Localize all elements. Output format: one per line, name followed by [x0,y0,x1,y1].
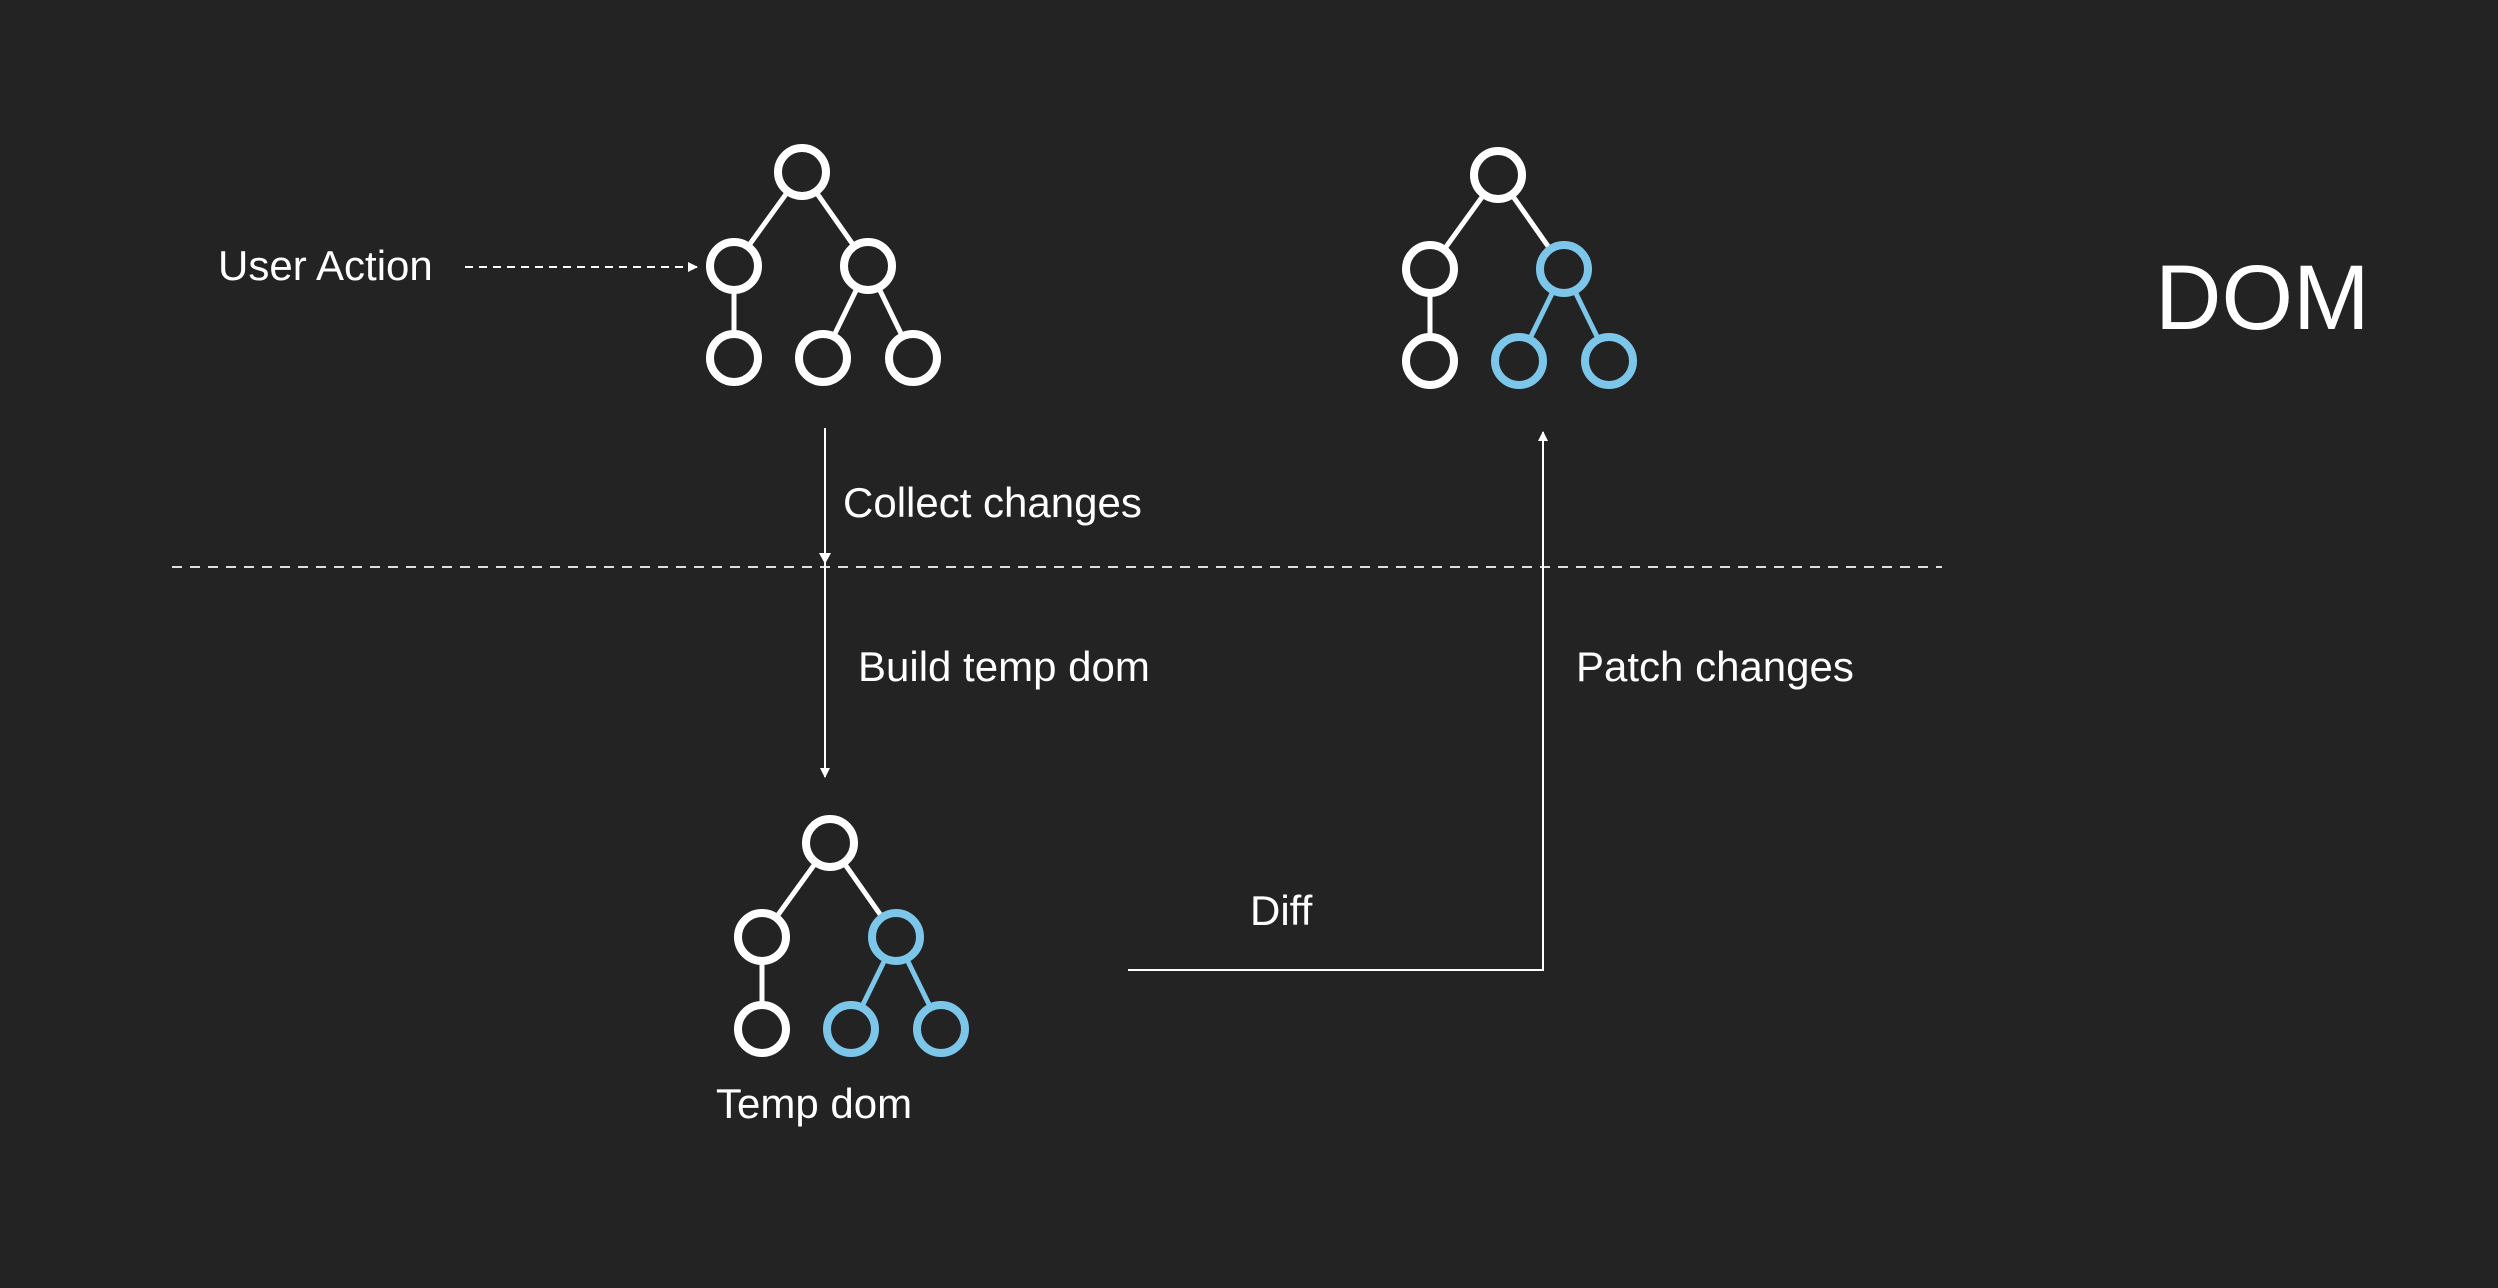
tree-node-changed [823,1001,879,1057]
tree-node-changed [1581,333,1637,389]
tree-node [802,815,858,871]
tree-edge [904,957,933,1009]
tree-node-changed [913,1001,969,1057]
tree-node [885,330,941,386]
tree-node [840,238,896,294]
tree-edge [1442,192,1486,252]
tree-node-changed [1491,333,1547,389]
tree-node-changed [868,909,924,965]
tree-edge [831,286,860,338]
tree-temp [734,815,969,1057]
tree-patched [1402,147,1637,389]
tree-edge [1509,193,1553,251]
diff-label: Diff [1250,887,1313,934]
tree-node [734,909,790,965]
dom-label: DOM [2155,247,2370,349]
tree-edge [774,860,818,920]
tree-node [795,330,851,386]
tree-edge [876,286,905,338]
tree-node [734,1001,790,1057]
tree-edge [1527,289,1556,341]
tree-edge [841,861,885,919]
diff-patch-arrow [1128,431,1548,971]
patch-changes-label: Patch changes [1576,643,1854,690]
user-action-label: User Action [218,242,433,289]
temp-dom-label: Temp dom [716,1080,913,1127]
tree-edge [1572,289,1601,341]
tree-node [1402,333,1458,389]
tree-edge [859,957,888,1009]
tree-node [1402,241,1458,297]
build-temp-dom-label: Build temp dom [858,643,1150,690]
tree-original [706,144,941,386]
tree-node [774,144,830,200]
tree-edge [813,190,857,248]
collect-changes-label: Collect changes [843,479,1142,526]
tree-node-changed [1536,241,1592,297]
tree-edge [746,189,790,249]
collect-arrowhead-at-separator [819,553,831,564]
tree-node [706,238,762,294]
tree-node [1470,147,1526,203]
tree-node [706,330,762,386]
